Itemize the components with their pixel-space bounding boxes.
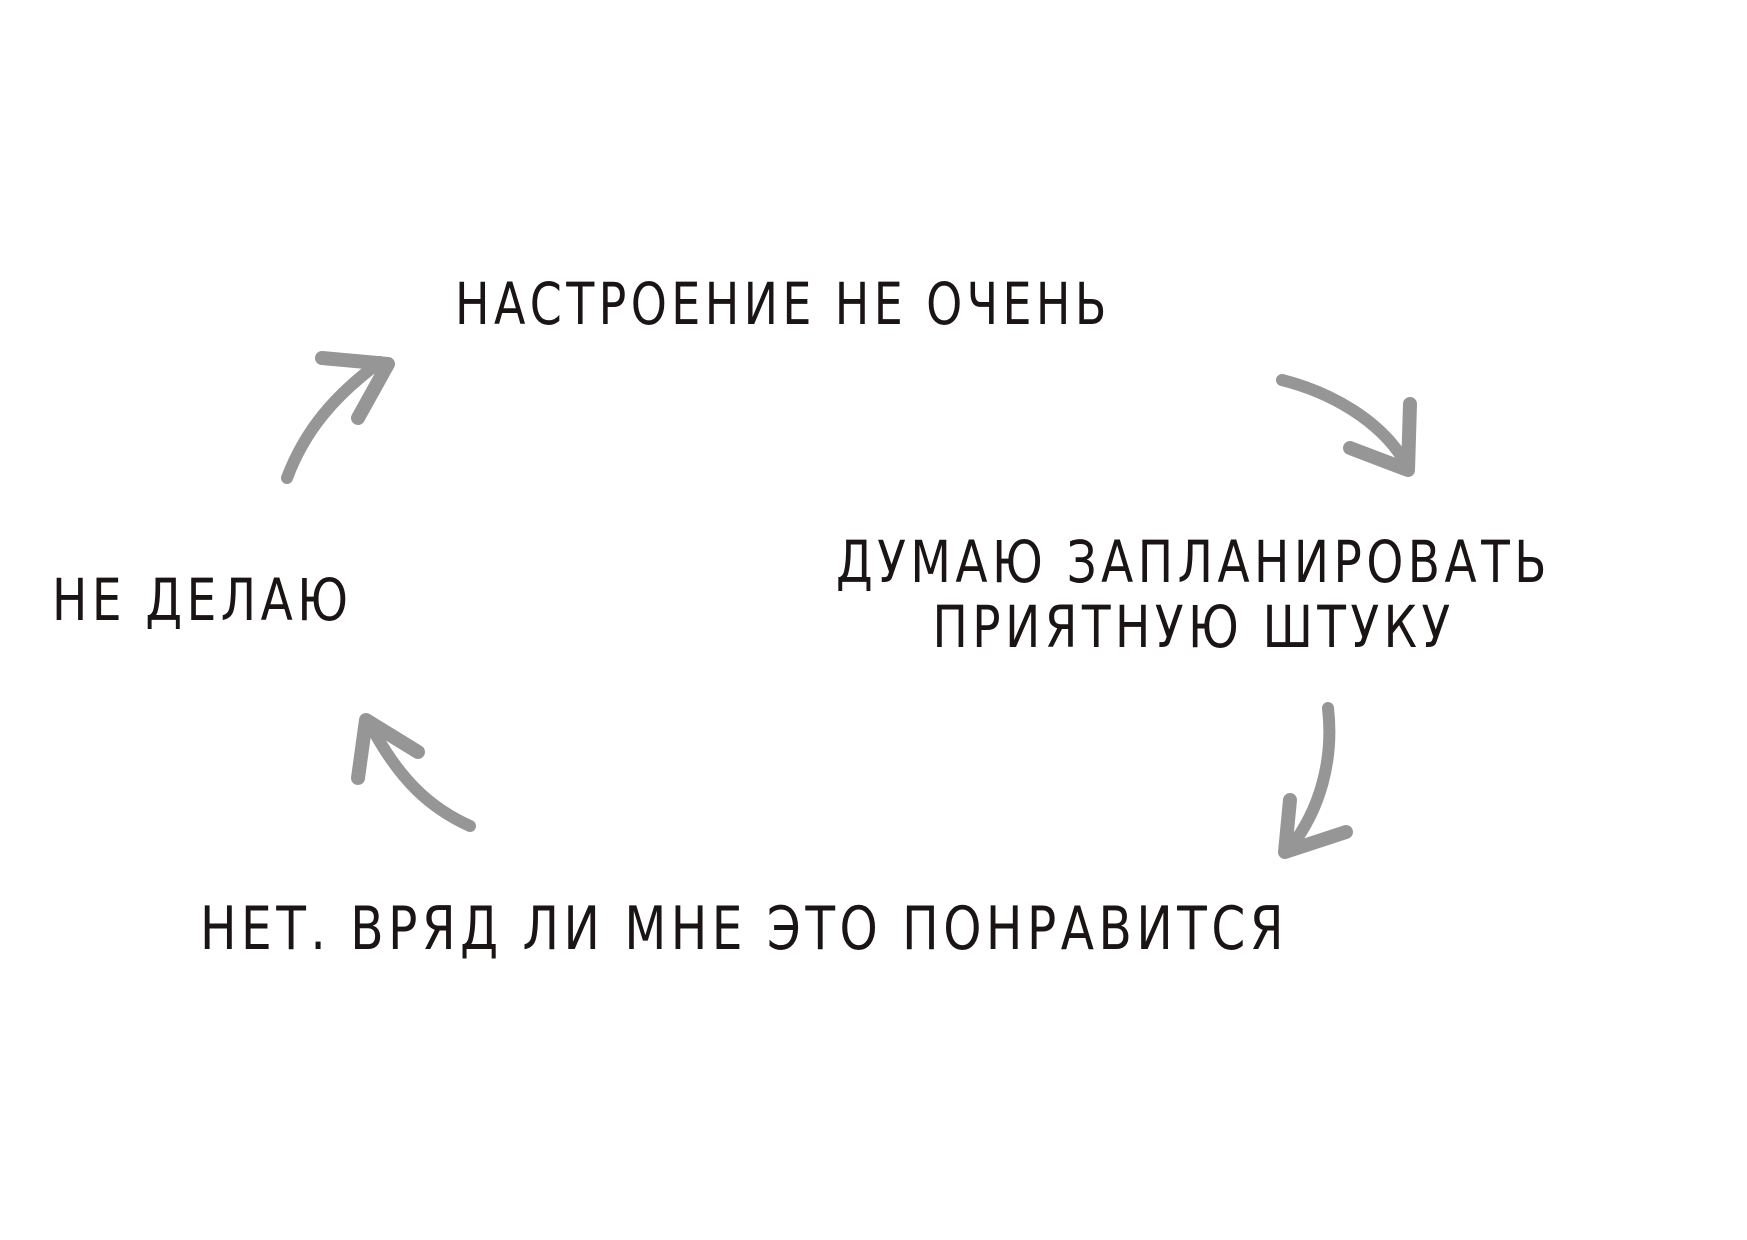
arrow-shaft — [1284, 702, 1336, 854]
arrow-head — [351, 713, 425, 785]
node-label: НАСТРОЕНИЕ НЕ ОЧЕНЬ — [455, 270, 1111, 338]
arrow-shaft — [281, 356, 386, 484]
node-plan-nice-thing: ДУМАЮ ЗАПЛАНИРОВАТЬ ПРИЯТНУЮ ШТУКУ — [836, 530, 1551, 660]
node-wont-like-it: НЕТ. ВРЯД ЛИ МНЕ ЭТО ПОНРАВИТСЯ — [200, 894, 1289, 964]
arrow-shaft — [1276, 374, 1411, 468]
arrow-head — [1343, 397, 1417, 477]
arrow-bottom-to-left — [351, 713, 476, 832]
node-label-line-1: ДУМАЮ ЗАПЛАНИРОВАТЬ — [836, 528, 1552, 596]
node-label: НЕТ. ВРЯД ЛИ МНЕ ЭТО ПОНРАВИТСЯ — [200, 894, 1289, 964]
arrow-shaft — [366, 722, 476, 832]
node-label: НЕ ДЕЛАЮ — [52, 566, 353, 634]
arrow-right-to-bottom — [1278, 702, 1353, 859]
node-bad-mood: НАСТРОЕНИЕ НЕ ОЧЕНЬ — [455, 272, 1111, 337]
node-label-line-2: ПРИЯТНУЮ ШТУКУ — [932, 592, 1455, 661]
arrow-head — [1278, 793, 1353, 859]
arrow-head — [315, 351, 395, 425]
node-dont-do: НЕ ДЕЛАЮ — [52, 568, 352, 633]
arrow-left-to-top — [281, 351, 395, 484]
arrow-top-to-right — [1276, 374, 1417, 477]
